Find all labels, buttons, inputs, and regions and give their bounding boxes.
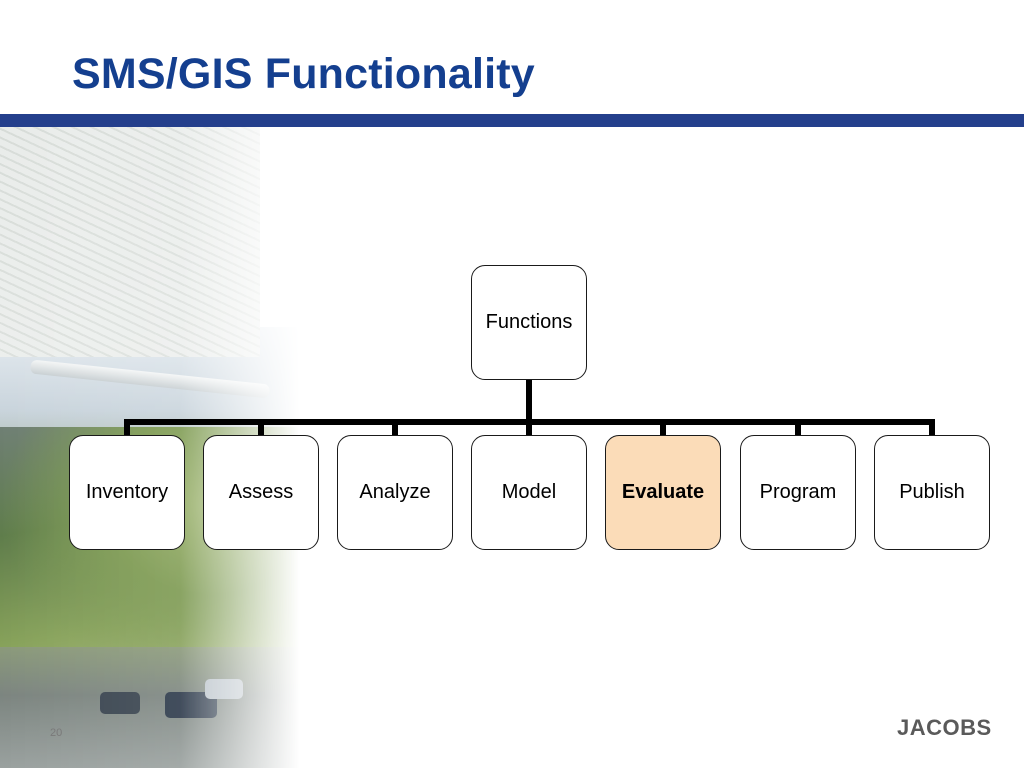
jacobs-logo: JACOBS bbox=[897, 715, 992, 740]
node-functions: Functions bbox=[471, 265, 587, 380]
node-evaluate-highlighted: Evaluate bbox=[605, 435, 721, 550]
photo-car bbox=[100, 692, 140, 714]
node-model: Model bbox=[471, 435, 587, 550]
background-photo-collage bbox=[0, 127, 300, 768]
page-number: 20 bbox=[50, 727, 63, 739]
slide-title: SMS/GIS Functionality bbox=[72, 50, 535, 98]
node-inventory: Inventory bbox=[69, 435, 185, 550]
node-publish: Publish bbox=[874, 435, 990, 550]
photo-highway bbox=[0, 647, 300, 768]
node-program: Program bbox=[740, 435, 856, 550]
photo-car bbox=[205, 679, 243, 699]
node-assess: Assess bbox=[203, 435, 319, 550]
title-rule bbox=[0, 114, 1024, 127]
photo-planning-map bbox=[0, 127, 260, 357]
node-analyze: Analyze bbox=[337, 435, 453, 550]
